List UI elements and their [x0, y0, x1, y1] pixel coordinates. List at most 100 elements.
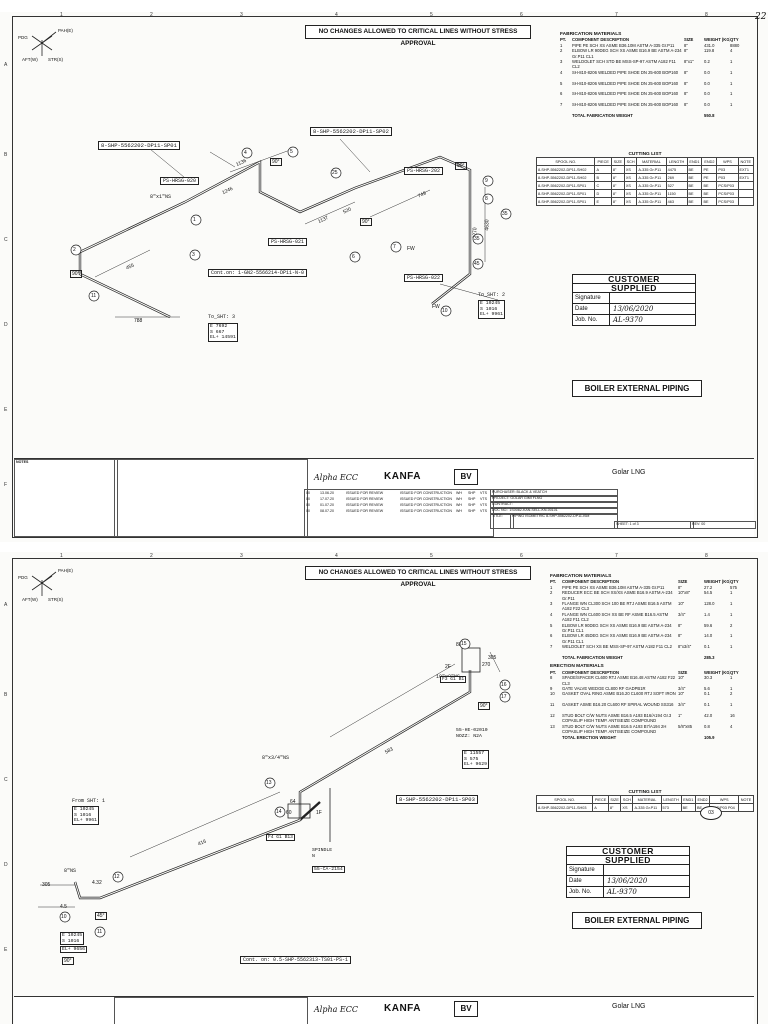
- alpha-ecc-logo: Alpha ECC: [314, 1005, 359, 1014]
- north-label: PAH(E): [58, 568, 73, 573]
- item-balloons: [70, 146, 512, 317]
- balloon-number: 16: [501, 682, 507, 688]
- item-balloons: [59, 638, 511, 938]
- alpha-ecc-logo: Alpha ECC: [314, 473, 359, 482]
- angle-label: 90°: [62, 957, 74, 965]
- north-label: AFT(W): [22, 57, 38, 62]
- grid-number: 7: [615, 12, 618, 18]
- sheet-reference: To_SHT: 3: [208, 314, 236, 320]
- sheet-border: [12, 558, 758, 1024]
- pipe-size-label: 8"x3/4"NS: [262, 755, 290, 761]
- balloon-number: 45: [474, 261, 480, 267]
- balloon-number: 15: [461, 641, 467, 647]
- balloon-number: 11: [97, 929, 103, 935]
- grid-letter: D: [4, 862, 8, 868]
- sheet-reference: To_SHT: 2: [478, 292, 506, 298]
- kanfa-logo: KANFA: [384, 471, 421, 482]
- grid-letter: A: [4, 62, 8, 68]
- corner-handwritten-mark: 22: [755, 12, 767, 22]
- dimension-text: 305: [488, 655, 497, 661]
- grid-number: 2: [150, 12, 153, 18]
- north-label: PDG: [18, 575, 28, 580]
- tag-label: 55-CA-2154: [312, 866, 345, 873]
- balloon-number: 4: [244, 150, 247, 156]
- dimension-text: 60: [286, 810, 292, 816]
- field-weld-label: FW: [407, 246, 415, 252]
- grid-letter: B: [4, 692, 8, 698]
- grid-letter: B: [4, 152, 8, 158]
- golar-lng-logo: Golar LNG: [612, 469, 646, 476]
- balloon-number: 9: [485, 178, 488, 184]
- fabrication-materials-table: FABRICATION MATERIALS PT. COMPONENT DESC…: [560, 32, 752, 118]
- balloon-number: 10: [442, 308, 448, 314]
- north-label: AFT(W): [22, 597, 38, 602]
- drawing-sheet-1: 1 2 3 4 5 6 7 8 A B C D E F 22 NO CHANGE…: [0, 12, 768, 542]
- title-block: Alpha ECC KANFA BV Golar LNG: [14, 996, 754, 1024]
- grid-number: 1: [60, 12, 63, 18]
- grid-number: 3: [240, 12, 243, 18]
- angle-label: 45°: [95, 912, 107, 920]
- north-arrow-icon: [31, 571, 57, 596]
- grid-letter: C: [4, 777, 8, 783]
- north-label: STR(S): [48, 597, 63, 602]
- isometric-pipe-drawing: [38, 647, 501, 908]
- grid-letter: F: [4, 482, 8, 488]
- grid-letter: E: [4, 947, 8, 953]
- balloon-number: 25: [332, 170, 338, 176]
- grid-number: 5: [430, 12, 433, 18]
- spool-label: 8-SHP-5562202-DP11-SP02: [310, 127, 392, 136]
- dimension-text: 64: [290, 799, 296, 805]
- grid-letter: A: [4, 602, 8, 608]
- north-label: STR(S): [48, 57, 63, 62]
- isometric-pipe-drawing: [78, 138, 499, 319]
- angle-label: 90°: [478, 702, 490, 710]
- balloon-number: 2: [73, 247, 76, 253]
- dimension-text: 88: [456, 642, 462, 648]
- dimension-text: 4.32: [92, 880, 102, 886]
- grid-number: 4: [335, 12, 338, 18]
- dimension-text: 305: [42, 882, 51, 888]
- stress-approval-banner: NO CHANGES ALLOWED TO CRITICAL LINES WIT…: [305, 566, 531, 588]
- spool-label: 8-SHP-5562202-DP11-SP03: [396, 795, 478, 804]
- dimension-text: 4.5: [60, 904, 67, 910]
- angle-label: 90°: [360, 218, 372, 226]
- balloon-number: 3: [192, 252, 195, 258]
- balloon-number: 11: [91, 293, 97, 299]
- flange-label: 2F: [445, 664, 451, 670]
- continuation-label: Cont. on: 0.5-SHP-5562313-TS01-PS-1: [240, 956, 352, 964]
- balloon-number: 13: [266, 780, 272, 786]
- pipe-support-label: PS-HRSG-020: [160, 177, 200, 185]
- grid-number: 8: [705, 553, 708, 559]
- dimension-text: 788: [134, 318, 143, 324]
- grid-number: 6: [520, 553, 523, 559]
- spool-label: 8-SHP-5562202-DP11-SP01: [98, 141, 180, 150]
- grid-number: 7: [615, 553, 618, 559]
- pipe-support-label: PS-HRSG-022: [404, 274, 444, 282]
- grid-letter: E: [4, 407, 8, 413]
- grid-number: 4: [335, 553, 338, 559]
- boiler-external-piping-label: BOILER EXTERNAL PIPING: [572, 912, 702, 929]
- boiler-external-piping-label: BOILER EXTERNAL PIPING: [572, 380, 702, 397]
- elevation-box: EL+ 9656: [60, 946, 88, 953]
- pipe-size-label: 8"NS: [64, 868, 77, 874]
- drawing-sheet-2: 1 2 3 4 5 6 7 8 A B C D E NO CHANGES ALL…: [0, 552, 768, 1024]
- flange-label: 1F: [316, 810, 322, 816]
- grid-number: 6: [520, 12, 523, 18]
- angle-label: 90°: [455, 162, 467, 170]
- sheet-border: [12, 16, 758, 538]
- grid-letter: C: [4, 237, 8, 243]
- sheet-reference: From SHT: 1: [72, 798, 106, 804]
